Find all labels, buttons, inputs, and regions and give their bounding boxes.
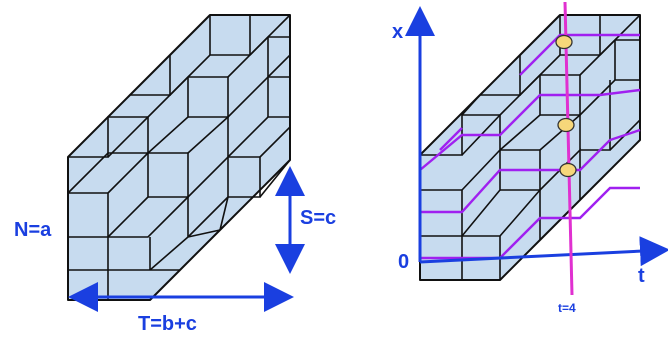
path-4 <box>439 127 463 151</box>
path-3 <box>419 88 641 171</box>
path-2 <box>420 128 641 214</box>
x-axis-label: x <box>392 21 403 43</box>
intersection-marker-2 <box>557 117 575 133</box>
path-5 <box>519 33 640 76</box>
left-lozenge-tiling <box>67 14 291 301</box>
time-line-label: t=4 <box>558 301 576 315</box>
right-lozenge-tiling <box>419 14 641 281</box>
t-axis-label: t <box>638 265 645 287</box>
n-label: N=a <box>14 219 52 241</box>
intersection-marker-1 <box>555 34 573 50</box>
left-cube-edges <box>67 14 291 300</box>
t-axis <box>419 236 668 267</box>
time-slice-line <box>563 1 574 296</box>
right-hexagon <box>419 14 641 281</box>
intersection-marker-3 <box>559 162 577 178</box>
origin-label: 0 <box>398 251 409 273</box>
t-label: T=b+c <box>138 313 197 335</box>
s-label: S=c <box>300 207 336 229</box>
